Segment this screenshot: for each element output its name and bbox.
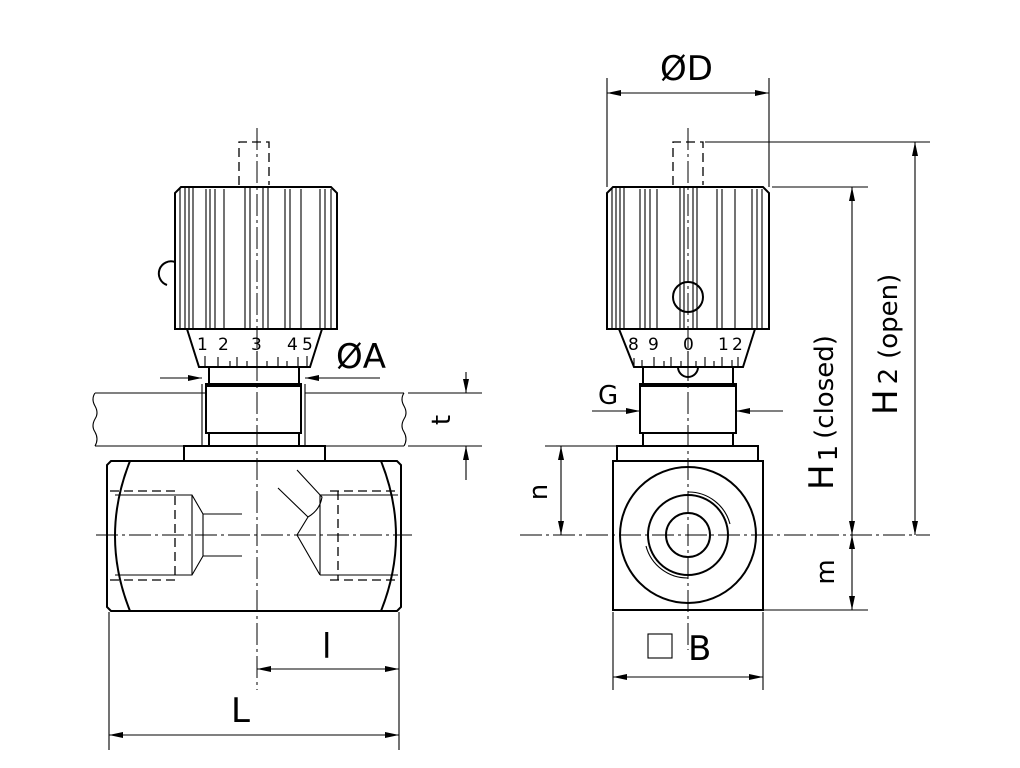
dimension-L: L <box>109 691 399 738</box>
dial-number: 9 <box>648 335 659 355</box>
dim-G-label: G <box>598 381 618 411</box>
square-symbol-icon <box>647 633 673 659</box>
dimension-H1: H1(closed) <box>763 186 868 611</box>
dimension-G: G <box>592 381 783 414</box>
dim-B-label: B <box>688 629 711 669</box>
front-view: 8 9 0 1 2 ØD <box>520 49 930 690</box>
dial-number: 2 <box>218 335 229 355</box>
dim-D-label: ØD <box>660 49 713 89</box>
dial-number: 5 <box>302 335 313 355</box>
dimension-m: m <box>811 535 855 610</box>
dimension-D: ØD <box>606 49 770 187</box>
dim-l-label: l <box>322 627 331 667</box>
dim-m-label: m <box>811 559 841 584</box>
dial-number: 1 <box>197 335 208 355</box>
dim-n-label: n <box>524 484 554 500</box>
centerlines <box>520 128 930 650</box>
dimension-l: l <box>108 612 400 750</box>
side-view: 1 2 3 4 5 ØA <box>92 128 482 750</box>
pipe-section <box>92 384 407 447</box>
dim-H2-label: H2(open) <box>866 274 906 415</box>
dim-t-label: t <box>427 415 457 425</box>
dial-scale: 8 9 0 1 2 <box>618 328 756 378</box>
dimension-B: B <box>612 612 764 690</box>
dim-H1-label: H1(closed) <box>802 335 844 490</box>
dial-number: 4 <box>287 335 298 355</box>
knob <box>157 186 338 330</box>
dial-number: 2 <box>732 335 743 355</box>
dim-L-label: L <box>231 691 250 731</box>
dimension-n: n <box>524 445 617 535</box>
centerlines <box>96 128 412 690</box>
dimension-H2: H2(open) <box>705 141 930 535</box>
dim-A-label: ØA <box>336 337 386 377</box>
dial-number: 8 <box>628 335 639 355</box>
dimension-t: t <box>408 372 482 480</box>
stem <box>238 141 270 185</box>
bonnet <box>183 367 326 462</box>
dial-scale: 1 2 3 4 5 <box>186 328 323 368</box>
valve-body <box>106 460 402 612</box>
dial-number: 3 <box>251 335 262 355</box>
dimension-A: ØA <box>160 337 386 381</box>
dial-number: 1 <box>718 335 729 355</box>
